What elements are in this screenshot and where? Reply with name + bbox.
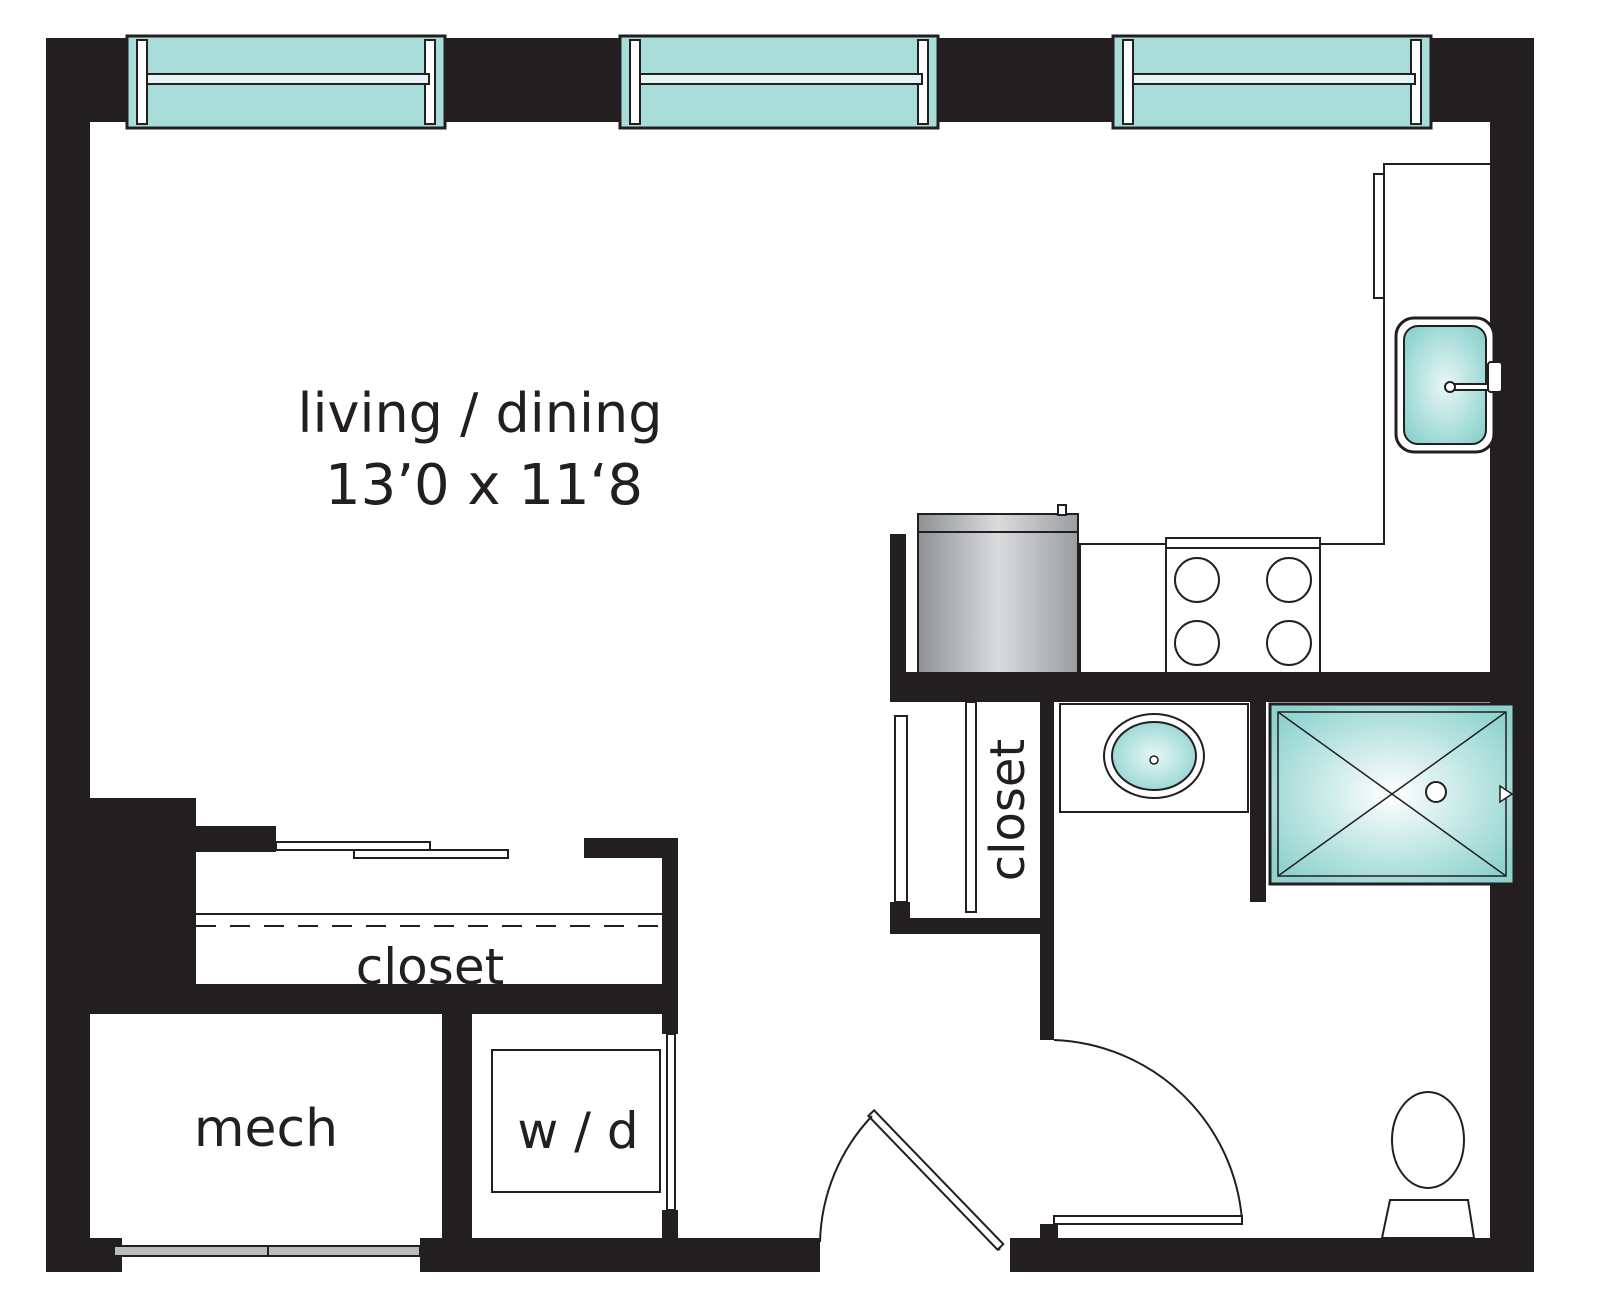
closet-sliding-doors: [275, 841, 509, 859]
sliding-door-icon: [666, 1033, 676, 1211]
window-icon: [125, 34, 447, 130]
living-dining-label: living / dining: [297, 382, 662, 445]
shower-icon: [1268, 702, 1516, 886]
closet-main-label: closet: [356, 938, 504, 996]
stove-icon: [1165, 537, 1321, 677]
window-icon: [1111, 34, 1433, 130]
washer-dryer-label: w / d: [517, 1102, 638, 1160]
toilet-icon: [1380, 1091, 1476, 1239]
living-dining-dimensions: 13’0 x 11‘8: [325, 453, 643, 518]
door-swing-icon: [819, 1108, 1005, 1252]
kitchen-counter: [1079, 163, 1490, 676]
mech-label: mech: [194, 1099, 338, 1159]
sliding-door-icon: [113, 1245, 421, 1257]
sliding-door-icon: [894, 701, 977, 913]
faucet-icon: [1444, 361, 1503, 393]
door-swing-icon: [1053, 1039, 1243, 1225]
washer-dryer-icon: [491, 1049, 661, 1193]
interior-walls: [90, 534, 1520, 1244]
closet-bath-label: closet: [980, 739, 1036, 881]
closet-shelf: [196, 913, 662, 927]
vanity-sink-icon: [1059, 703, 1249, 813]
refrigerator-icon: [917, 504, 1079, 675]
window-icon: [618, 34, 940, 130]
